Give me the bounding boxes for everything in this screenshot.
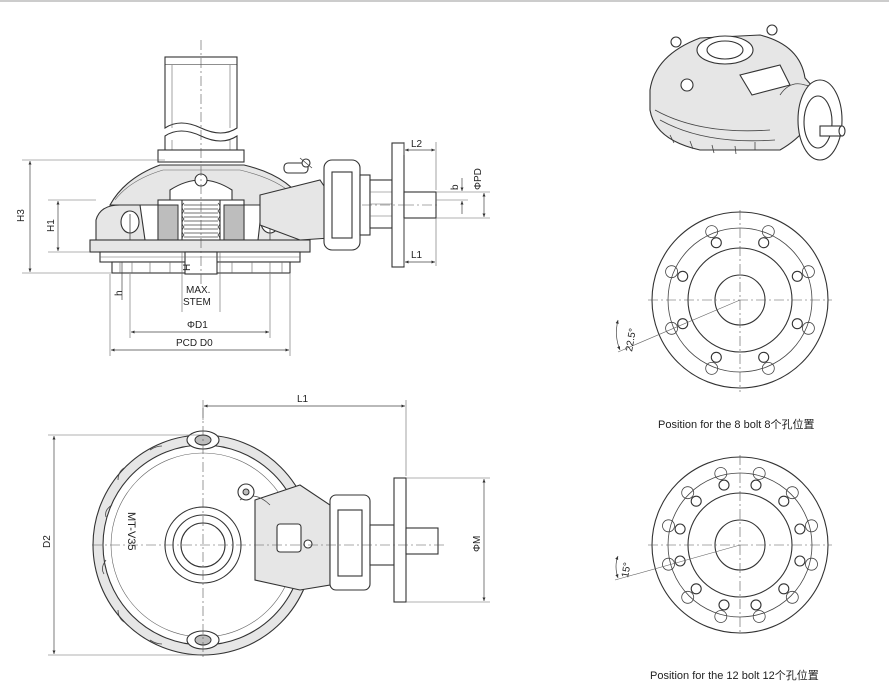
- bolt-hole: [750, 599, 762, 611]
- bolt-hole: [690, 583, 702, 595]
- bolt-hole: [710, 351, 722, 363]
- dim-h1: H1: [46, 199, 96, 253]
- label-angle12: 15°: [620, 562, 633, 579]
- dim-max-stem: MAX. STEM: [181, 252, 221, 312]
- dim-pcd: PCD D0: [109, 274, 291, 356]
- bolt-slot: [662, 519, 675, 533]
- bolt-slot: [752, 467, 766, 480]
- dim-h-left: h: [114, 262, 125, 300]
- label-m: ΦM: [472, 536, 483, 552]
- bolt-hole: [677, 270, 689, 282]
- side-view: H3 H1 h H MAX. STEM ΦD1: [16, 40, 490, 356]
- top-view: MT-V35 L1 D2 ΦM: [42, 394, 490, 660]
- bolt-hole: [718, 479, 730, 491]
- bolt-slot: [681, 486, 695, 500]
- label-l1-top: L1: [297, 394, 309, 405]
- bolt-hole: [718, 599, 730, 611]
- bolt-slot: [805, 519, 818, 533]
- dim-l2: L2: [403, 139, 437, 190]
- bolt-hole: [677, 318, 689, 330]
- label-angle8: 22.5°: [624, 327, 639, 352]
- label-pcd: PCD D0: [176, 338, 213, 349]
- bolt-slot: [662, 557, 675, 571]
- bolt-slot: [761, 361, 775, 375]
- bottom-lug: [186, 630, 220, 650]
- bolt-hole: [794, 523, 806, 535]
- bolt-slot: [752, 610, 766, 623]
- bolt-hole: [750, 479, 762, 491]
- bolt-slot: [714, 467, 728, 480]
- flange-8-bolt: 22.5° Position for the 8 bolt 8个孔位置: [615, 210, 832, 431]
- bolt-slot: [705, 361, 719, 375]
- isometric-view: [649, 24, 846, 161]
- bolt-hole: [778, 583, 790, 595]
- label-l2: L2: [411, 139, 423, 150]
- dim-l1-side: L1: [403, 218, 437, 266]
- flange-12-bolt: 15° Position for the 12 bolt 12个孔位置: [614, 455, 832, 682]
- label-max: MAX.: [186, 285, 210, 296]
- caption-8-bolt: Position for the 8 bolt 8个孔位置: [658, 417, 815, 431]
- dim-l1-top: L1: [202, 394, 407, 476]
- caption-12-bolt: Position for the 12 bolt 12个孔位置: [650, 668, 819, 682]
- label-d2: D2: [42, 535, 53, 548]
- dim-b-pd: b ΦPD: [436, 168, 490, 219]
- bolt-slot: [802, 265, 815, 279]
- bolt-slot: [785, 590, 799, 604]
- label-pd: ΦPD: [473, 168, 484, 190]
- bolt-hole: [758, 237, 770, 249]
- dim-h3: H3: [16, 159, 165, 274]
- bolt-slot: [805, 557, 818, 571]
- bolt-hole: [758, 351, 770, 363]
- bolt-slot: [681, 590, 695, 604]
- rim-bumps: [102, 445, 163, 645]
- bolt-slot: [761, 225, 775, 239]
- bolt-slot: [714, 610, 728, 623]
- bolt-slot: [705, 225, 719, 239]
- bolt-hole: [791, 270, 803, 282]
- bolt-hole: [791, 318, 803, 330]
- label-h-inner: H: [182, 264, 193, 271]
- bolt-slot: [785, 486, 799, 500]
- dim-m: ΦM: [406, 477, 490, 603]
- bolt-hole: [674, 523, 686, 535]
- bolt-hole: [690, 495, 702, 507]
- label-h3: H3: [16, 209, 27, 222]
- dim-d1: ΦD1: [129, 274, 271, 338]
- dim-d2: D2: [42, 434, 200, 656]
- bolt-hole: [710, 237, 722, 249]
- label-stem: STEM: [183, 297, 211, 308]
- bolt-hole: [674, 555, 686, 567]
- bolt-slot: [665, 265, 678, 279]
- label-l1-side: L1: [411, 250, 423, 261]
- label-b: b: [450, 184, 461, 190]
- bolt-hole: [778, 495, 790, 507]
- label-h1: H1: [46, 219, 57, 232]
- label-d1: ΦD1: [187, 320, 208, 331]
- worm-housing: [259, 142, 440, 268]
- label-h-left: h: [114, 290, 125, 296]
- bolt-hole: [794, 555, 806, 567]
- bolt-slot: [802, 321, 815, 335]
- model-label: MT-V35: [125, 512, 137, 551]
- bolt-slot: [665, 321, 678, 335]
